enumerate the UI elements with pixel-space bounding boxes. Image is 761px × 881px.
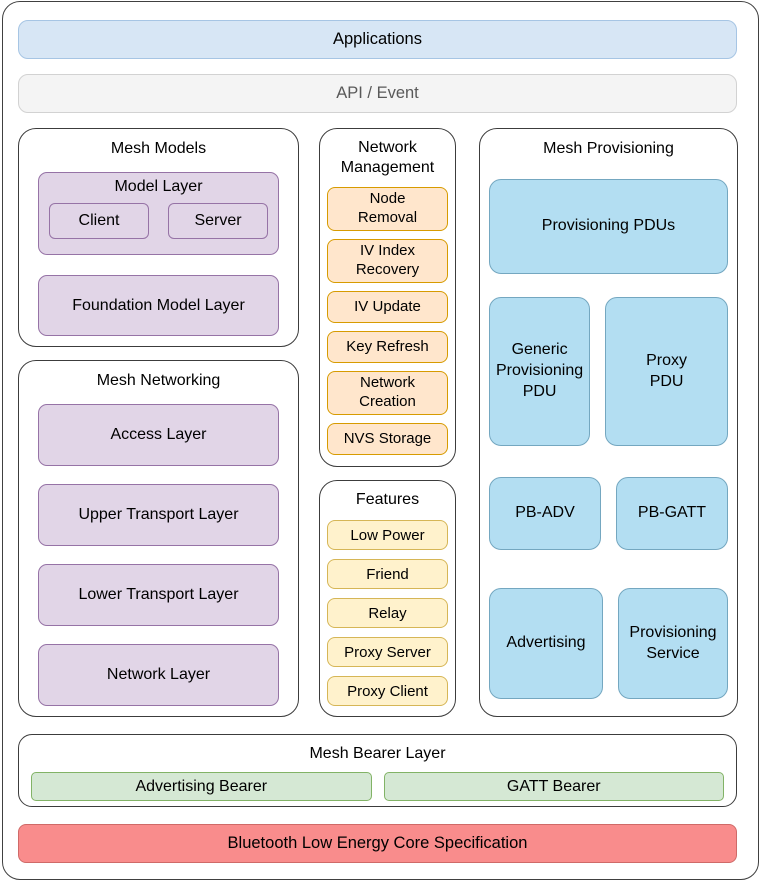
network-creation-box: Network Creation <box>327 371 448 415</box>
mesh-bearer-layer-title: Mesh Bearer Layer <box>309 745 446 762</box>
features-title: Features <box>355 491 420 508</box>
gatt-bearer-box: GATT Bearer <box>383 772 724 801</box>
proxy-client-box: Proxy Client <box>327 676 448 706</box>
provisioning-row-1: Generic Provisioning PDU Proxy PDU <box>489 297 728 446</box>
node-removal-box: Node Removal <box>327 187 448 231</box>
network-layer-box: Network Layer <box>38 644 279 706</box>
proxy-pdu-box: Proxy PDU <box>605 297 728 446</box>
pb-adv-box: PB-ADV <box>489 477 601 550</box>
mesh-networking-group: Mesh Networking Access Layer Upper Trans… <box>18 360 299 717</box>
iv-index-recovery-box: IV Index Recovery <box>327 239 448 283</box>
model-layer-box: Model Layer Client Server <box>38 172 279 255</box>
upper-transport-layer-box: Upper Transport Layer <box>38 484 279 546</box>
applications-banner: Applications <box>18 20 737 59</box>
friend-box: Friend <box>327 559 448 589</box>
nvs-storage-box: NVS Storage <box>327 423 448 455</box>
generic-provisioning-pdu-box: Generic Provisioning PDU <box>489 297 591 446</box>
provisioning-service-box: Provisioning Service <box>618 588 728 699</box>
low-power-box: Low Power <box>327 520 448 550</box>
advertising-bearer-box: Advertising Bearer <box>31 772 372 801</box>
network-management-title: Network Management <box>340 139 435 176</box>
mesh-models-title: Mesh Models <box>110 140 207 157</box>
pb-gatt-box: PB-GATT <box>616 477 728 550</box>
bearer-row: Advertising Bearer GATT Bearer <box>31 772 724 801</box>
features-group: Features Low Power Friend Relay Proxy Se… <box>319 480 456 717</box>
iv-update-box: IV Update <box>327 291 448 323</box>
mesh-provisioning-group: Mesh Provisioning Provisioning PDUs Gene… <box>479 128 738 717</box>
access-layer-box: Access Layer <box>38 404 279 466</box>
key-refresh-box: Key Refresh <box>327 331 448 363</box>
mesh-bearer-layer-group: Mesh Bearer Layer Advertising Bearer GAT… <box>18 734 737 807</box>
mesh-models-group: Mesh Models Model Layer Client Server Fo… <box>18 128 299 347</box>
ble-core-spec-banner: Bluetooth Low Energy Core Specification <box>18 824 737 863</box>
model-layer-title: Model Layer <box>114 178 203 195</box>
mesh-provisioning-title: Mesh Provisioning <box>543 140 674 157</box>
api-event-banner: API / Event <box>18 74 737 113</box>
provisioning-row-2: PB-ADV PB-GATT <box>489 477 728 550</box>
provisioning-row-3: Advertising Provisioning Service <box>489 588 728 699</box>
network-management-group: Network Management Node Removal IV Index… <box>319 128 456 467</box>
features-items: Low Power Friend Relay Proxy Server Prox… <box>327 520 448 706</box>
mesh-networking-title: Mesh Networking <box>96 372 221 389</box>
foundation-model-layer-box: Foundation Model Layer <box>38 275 279 336</box>
provisioning-pdus-box: Provisioning PDUs <box>489 179 728 274</box>
server-box: Server <box>168 203 268 239</box>
network-management-items: Node Removal IV Index Recovery IV Update… <box>327 187 448 455</box>
proxy-server-box: Proxy Server <box>327 637 448 667</box>
relay-box: Relay <box>327 598 448 628</box>
advertising-box: Advertising <box>489 588 603 699</box>
model-layer-row: Client Server <box>49 203 268 239</box>
client-box: Client <box>49 203 149 239</box>
lower-transport-layer-box: Lower Transport Layer <box>38 564 279 626</box>
